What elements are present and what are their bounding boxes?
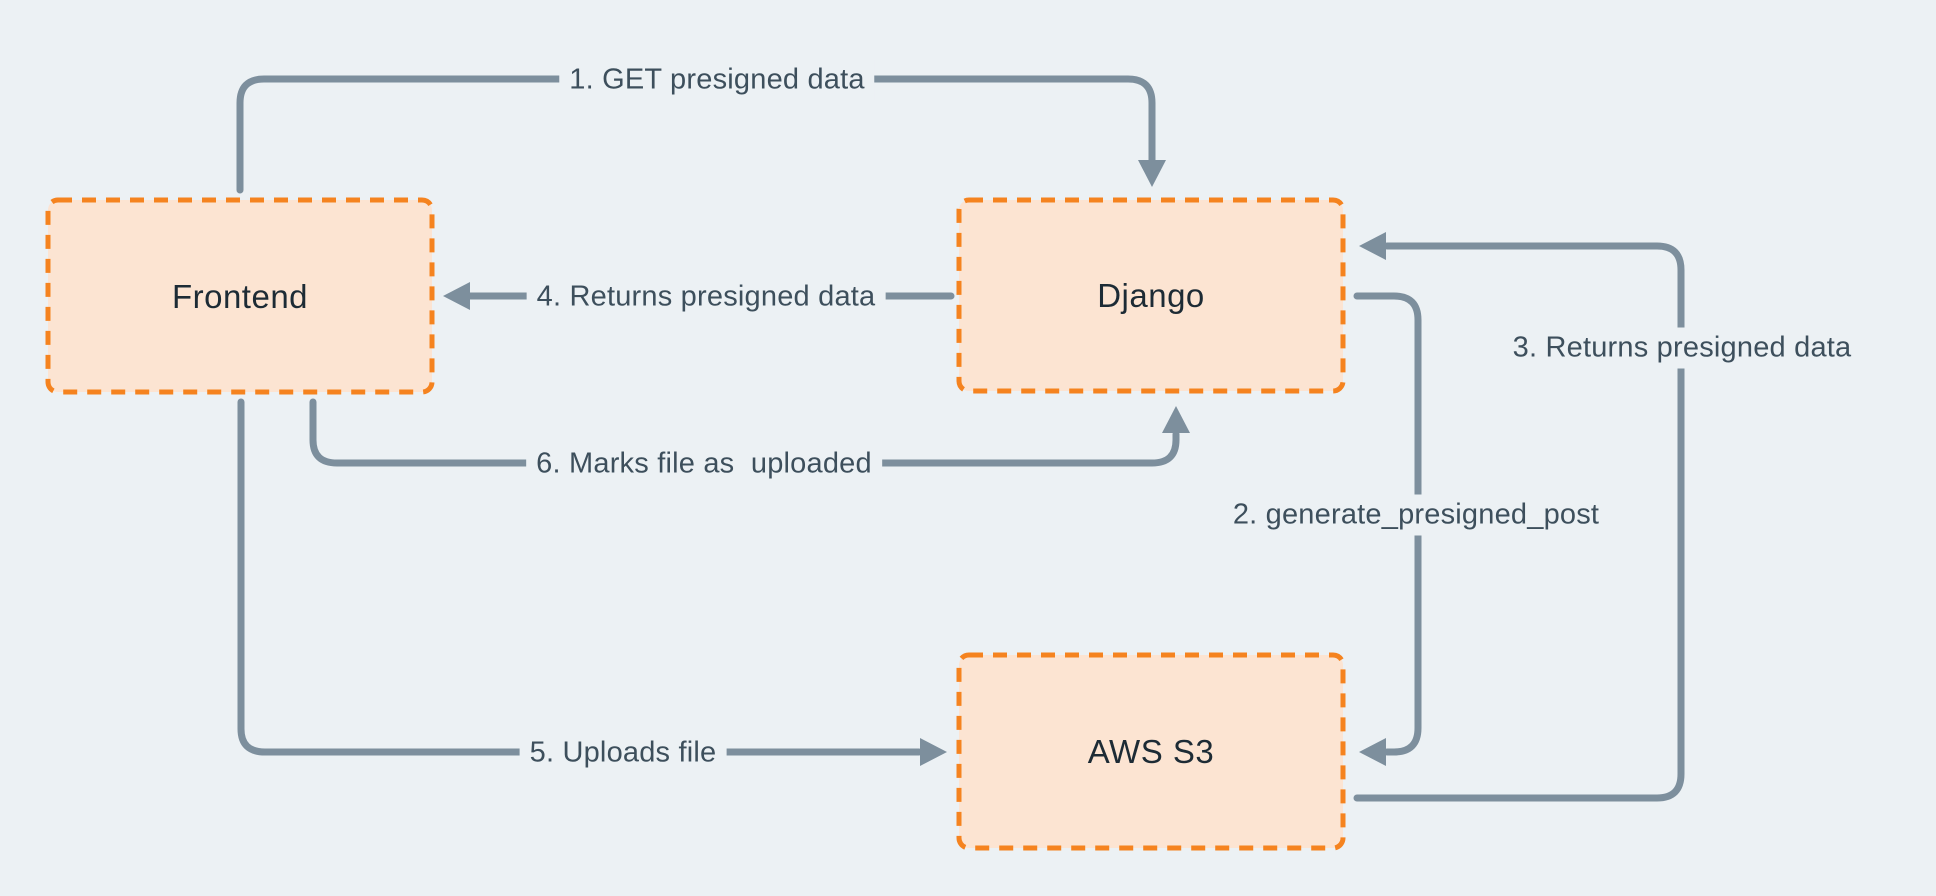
edge-label-4-returns-presigned-data: 4. Returns presigned data (526, 276, 886, 318)
edge-5-uploads-file (237, 398, 923, 756)
node-aws-s3-box (956, 652, 1346, 851)
node-frontend-box (45, 197, 435, 395)
edge-4-arrowhead-left-icon (443, 282, 470, 310)
node-django-box (956, 197, 1346, 394)
edge-2-arrowhead-left-icon (1359, 738, 1386, 766)
edge-label-2-generate-presigned-post: 2. generate_presigned_post (1222, 494, 1610, 536)
node-frontend-label: Frontend (171, 278, 309, 315)
node-django-label: Django (1097, 277, 1205, 314)
edge-5-arrowhead-right-icon (920, 738, 947, 766)
edge-label-6-marks-file-uploaded: 6. Marks file as uploaded (526, 443, 882, 485)
edge-3-arrowhead-left-icon (1359, 232, 1386, 260)
node-aws-s3-label: AWS S3 (1087, 733, 1215, 770)
edge-1-arrowhead-down-icon (1138, 160, 1166, 187)
edge-3-returns-presigned-data (1353, 242, 1685, 802)
edge-label-5-uploads-file: 5. Uploads file (519, 732, 727, 774)
edge-label-1-get-presigned-data: 1. GET presigned data (559, 59, 875, 101)
edge-6-arrowhead-up-icon (1162, 406, 1190, 433)
edge-label-3-returns-presigned-data: 3. Returns presigned data (1502, 327, 1862, 369)
